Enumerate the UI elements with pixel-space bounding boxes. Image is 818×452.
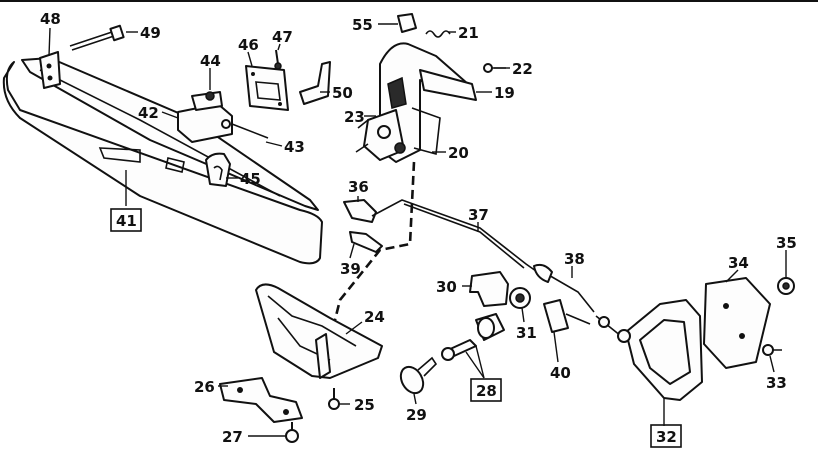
clip-45 bbox=[205, 152, 231, 187]
nut-35 bbox=[777, 277, 795, 295]
box-28 bbox=[470, 378, 502, 402]
rod-38 bbox=[533, 263, 595, 313]
box-41 bbox=[110, 208, 142, 232]
label-39: 39 bbox=[340, 260, 361, 278]
label-27: 27 bbox=[222, 428, 243, 446]
label-42: 42 bbox=[138, 104, 159, 122]
screw-25 bbox=[328, 388, 340, 410]
label-47: 47 bbox=[272, 28, 293, 46]
label-55: 55 bbox=[352, 16, 373, 34]
label-boxes bbox=[110, 208, 682, 448]
screw-47 bbox=[274, 49, 282, 70]
bracket-24 bbox=[255, 283, 383, 379]
label-43: 43 bbox=[284, 138, 305, 156]
screw-33 bbox=[762, 344, 782, 356]
label-26: 26 bbox=[194, 378, 215, 396]
bracket-48 bbox=[39, 51, 61, 89]
label-29: 29 bbox=[406, 406, 427, 424]
label-23: 23 bbox=[344, 108, 365, 126]
label-21: 21 bbox=[458, 24, 479, 42]
label-49: 49 bbox=[140, 24, 161, 42]
label-38: 38 bbox=[564, 250, 585, 268]
label-30: 30 bbox=[436, 278, 457, 296]
lock-mechanism-20 bbox=[355, 42, 477, 163]
box-32 bbox=[650, 424, 682, 448]
callout-labels: 48 49 44 46 47 55 21 22 42 43 50 23 19 2… bbox=[40, 10, 797, 446]
label-25: 25 bbox=[354, 396, 375, 414]
leader-lines bbox=[48, 23, 787, 437]
lock-cylinder-28 bbox=[441, 313, 505, 361]
label-31: 31 bbox=[516, 324, 537, 342]
rod-37 bbox=[371, 199, 547, 279]
bracket-40 bbox=[543, 299, 591, 333]
label-20: 20 bbox=[448, 144, 469, 162]
label-46: 46 bbox=[238, 36, 259, 54]
label-36: 36 bbox=[348, 178, 369, 196]
label-37: 37 bbox=[468, 206, 489, 224]
switch-unit-42 bbox=[177, 91, 269, 143]
label-35: 35 bbox=[776, 234, 797, 252]
bolt-49 bbox=[69, 24, 125, 51]
label-22: 22 bbox=[512, 60, 533, 78]
clip-50 bbox=[299, 61, 331, 105]
key-29 bbox=[399, 356, 438, 395]
bracket-30 bbox=[469, 271, 509, 307]
label-19: 19 bbox=[494, 84, 515, 102]
striker-plate-34 bbox=[703, 277, 771, 369]
lever-36 bbox=[343, 199, 383, 253]
label-24: 24 bbox=[364, 308, 385, 326]
label-40: 40 bbox=[550, 364, 571, 382]
spring-21 bbox=[425, 30, 451, 38]
lock-assembly-32 bbox=[595, 299, 703, 401]
label-44: 44 bbox=[200, 52, 221, 70]
label-50: 50 bbox=[332, 84, 353, 102]
bracket-26 bbox=[219, 377, 303, 423]
label-48: 48 bbox=[40, 10, 61, 28]
label-34: 34 bbox=[728, 254, 749, 272]
plate-46 bbox=[245, 65, 289, 111]
label-41: 41 bbox=[116, 212, 137, 230]
bumper-bar bbox=[2, 57, 323, 265]
hinge-pin-55 bbox=[397, 13, 417, 33]
alignment-line bbox=[330, 161, 416, 333]
label-33: 33 bbox=[766, 374, 787, 392]
label-28: 28 bbox=[476, 382, 497, 400]
label-45: 45 bbox=[240, 170, 261, 188]
washer-31 bbox=[509, 287, 531, 309]
label-32: 32 bbox=[656, 428, 677, 446]
screw-27 bbox=[285, 422, 299, 443]
